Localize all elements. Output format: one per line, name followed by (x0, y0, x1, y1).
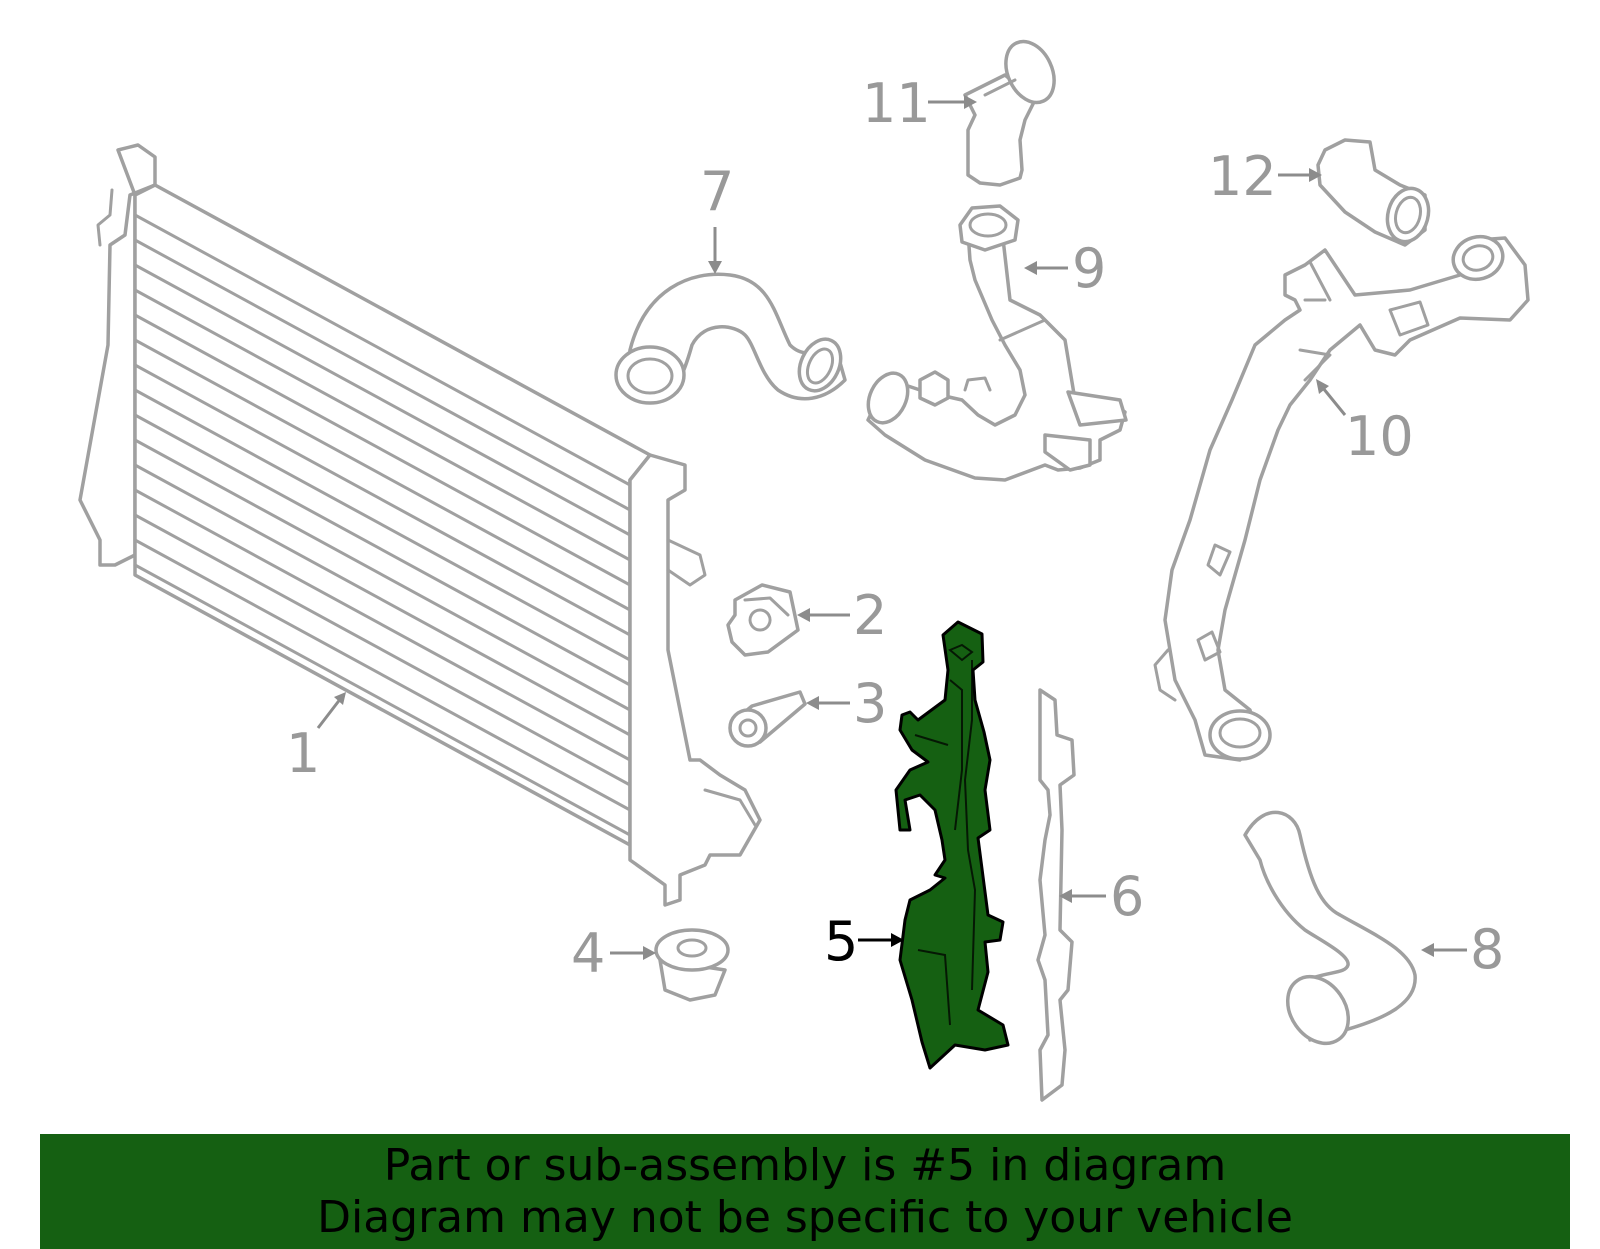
part-8-hose[interactable] (1243, 810, 1417, 1055)
core-fins (133, 213, 632, 837)
callout-9[interactable]: 9 (1072, 237, 1106, 300)
part-5-shape (894, 620, 1010, 1070)
part-5-air-guide[interactable] (894, 620, 1010, 1070)
part-3-bolt[interactable] (728, 690, 807, 748)
part-7-hose[interactable] (614, 272, 849, 405)
callout-4[interactable]: 4 (571, 922, 605, 985)
part-12-hose[interactable] (1316, 138, 1434, 247)
part-10-charge-pipe[interactable] (1153, 231, 1530, 762)
banner-line-disclaimer: Diagram may not be specific to your vehi… (317, 1191, 1293, 1243)
callout-5[interactable]: 5 (824, 910, 858, 973)
banner-line-part-info: Part or sub-assembly is #5 in diagram (383, 1139, 1227, 1191)
callout-2[interactable]: 2 (853, 584, 887, 647)
part-4-cap[interactable] (654, 928, 730, 1002)
callout-6[interactable]: 6 (1110, 865, 1144, 928)
callout-labels: 1 2 3 4 5 6 7 8 9 10 11 12 (286, 72, 1504, 985)
part-9-pipe[interactable] (861, 204, 1128, 482)
callout-1[interactable]: 1 (286, 722, 320, 785)
part-1-intercooler[interactable] (78, 143, 762, 907)
callout-3[interactable]: 3 (853, 672, 887, 735)
callout-12[interactable]: 12 (1208, 145, 1277, 208)
callout-7[interactable]: 7 (700, 160, 734, 223)
part-6-seal-strip[interactable] (1036, 688, 1076, 1102)
part-11-hose[interactable] (963, 34, 1063, 187)
part-2-bracket[interactable] (726, 583, 800, 657)
callout-8[interactable]: 8 (1470, 918, 1504, 981)
leader-lines (316, 95, 1467, 960)
banner-background (40, 1134, 1570, 1249)
callout-10[interactable]: 10 (1345, 405, 1414, 468)
callout-11[interactable]: 11 (862, 72, 931, 135)
info-banner: Part or sub-assembly is #5 in diagram Di… (40, 1134, 1570, 1249)
